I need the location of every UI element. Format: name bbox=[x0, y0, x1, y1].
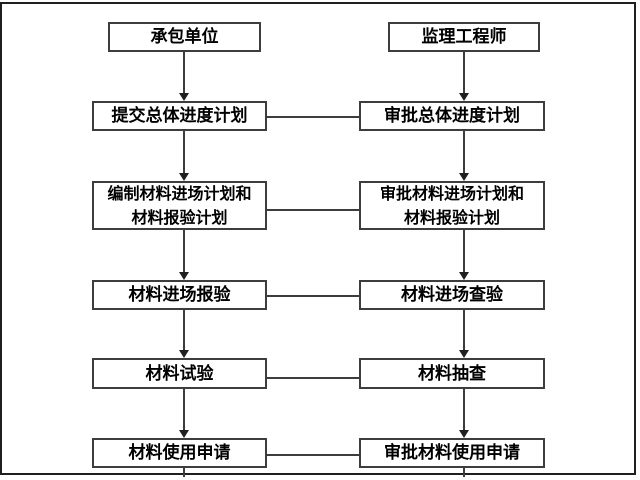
flow-box-approve-material-plans: 审批材料进场计划和 材料报验计划 bbox=[359, 181, 545, 230]
flow-box-material-spot-check: 材料抽查 bbox=[359, 358, 545, 389]
arrow-line-right-tail bbox=[463, 467, 465, 477]
arrow-line-right-2 bbox=[463, 131, 465, 174]
arrow-line-left-2 bbox=[183, 131, 185, 174]
arrow-line-right-4 bbox=[463, 310, 465, 351]
arrow-down-icon bbox=[459, 93, 469, 101]
arrow-down-icon bbox=[179, 173, 189, 181]
arrow-line-left-5 bbox=[183, 389, 185, 431]
connector-line-row5 bbox=[267, 454, 359, 456]
arrow-line-right-3 bbox=[463, 230, 465, 273]
arrow-line-right-1 bbox=[463, 52, 465, 94]
flow-box-supervising-engineer: 监理工程师 bbox=[388, 22, 540, 52]
arrow-down-icon bbox=[179, 93, 189, 101]
arrow-line-left-3 bbox=[183, 230, 185, 273]
flow-box-material-test: 材料试验 bbox=[92, 358, 267, 389]
arrow-line-left-4 bbox=[183, 310, 185, 351]
flow-box-material-entry-check: 材料进场查验 bbox=[359, 280, 545, 310]
arrow-down-icon bbox=[459, 430, 469, 438]
flow-box-approve-material-use: 审批材料使用申请 bbox=[359, 438, 545, 468]
flow-box-material-use-application: 材料使用申请 bbox=[92, 438, 267, 468]
flow-box-approve-overall-schedule: 审批总体进度计划 bbox=[359, 101, 545, 131]
arrow-down-icon bbox=[179, 272, 189, 280]
connector-line-row1 bbox=[267, 116, 359, 118]
flow-box-material-entry-inspection-report: 材料进场报验 bbox=[92, 280, 267, 310]
flow-box-contractor: 承包单位 bbox=[108, 22, 261, 52]
arrow-line-left-1 bbox=[183, 52, 185, 94]
arrow-down-icon bbox=[459, 173, 469, 181]
arrow-down-icon bbox=[179, 350, 189, 358]
arrow-down-icon bbox=[459, 350, 469, 358]
connector-line-row2 bbox=[267, 209, 359, 211]
connector-line-row3 bbox=[267, 295, 359, 297]
arrow-down-icon bbox=[179, 430, 189, 438]
page-frame bbox=[0, 2, 636, 475]
connector-line-row4 bbox=[267, 377, 359, 379]
arrow-line-right-5 bbox=[463, 389, 465, 431]
arrow-line-left-tail bbox=[183, 467, 185, 477]
flow-box-submit-overall-schedule: 提交总体进度计划 bbox=[92, 101, 267, 131]
flow-box-prepare-material-plans: 编制材料进场计划和 材料报验计划 bbox=[92, 181, 267, 230]
arrow-down-icon bbox=[459, 272, 469, 280]
